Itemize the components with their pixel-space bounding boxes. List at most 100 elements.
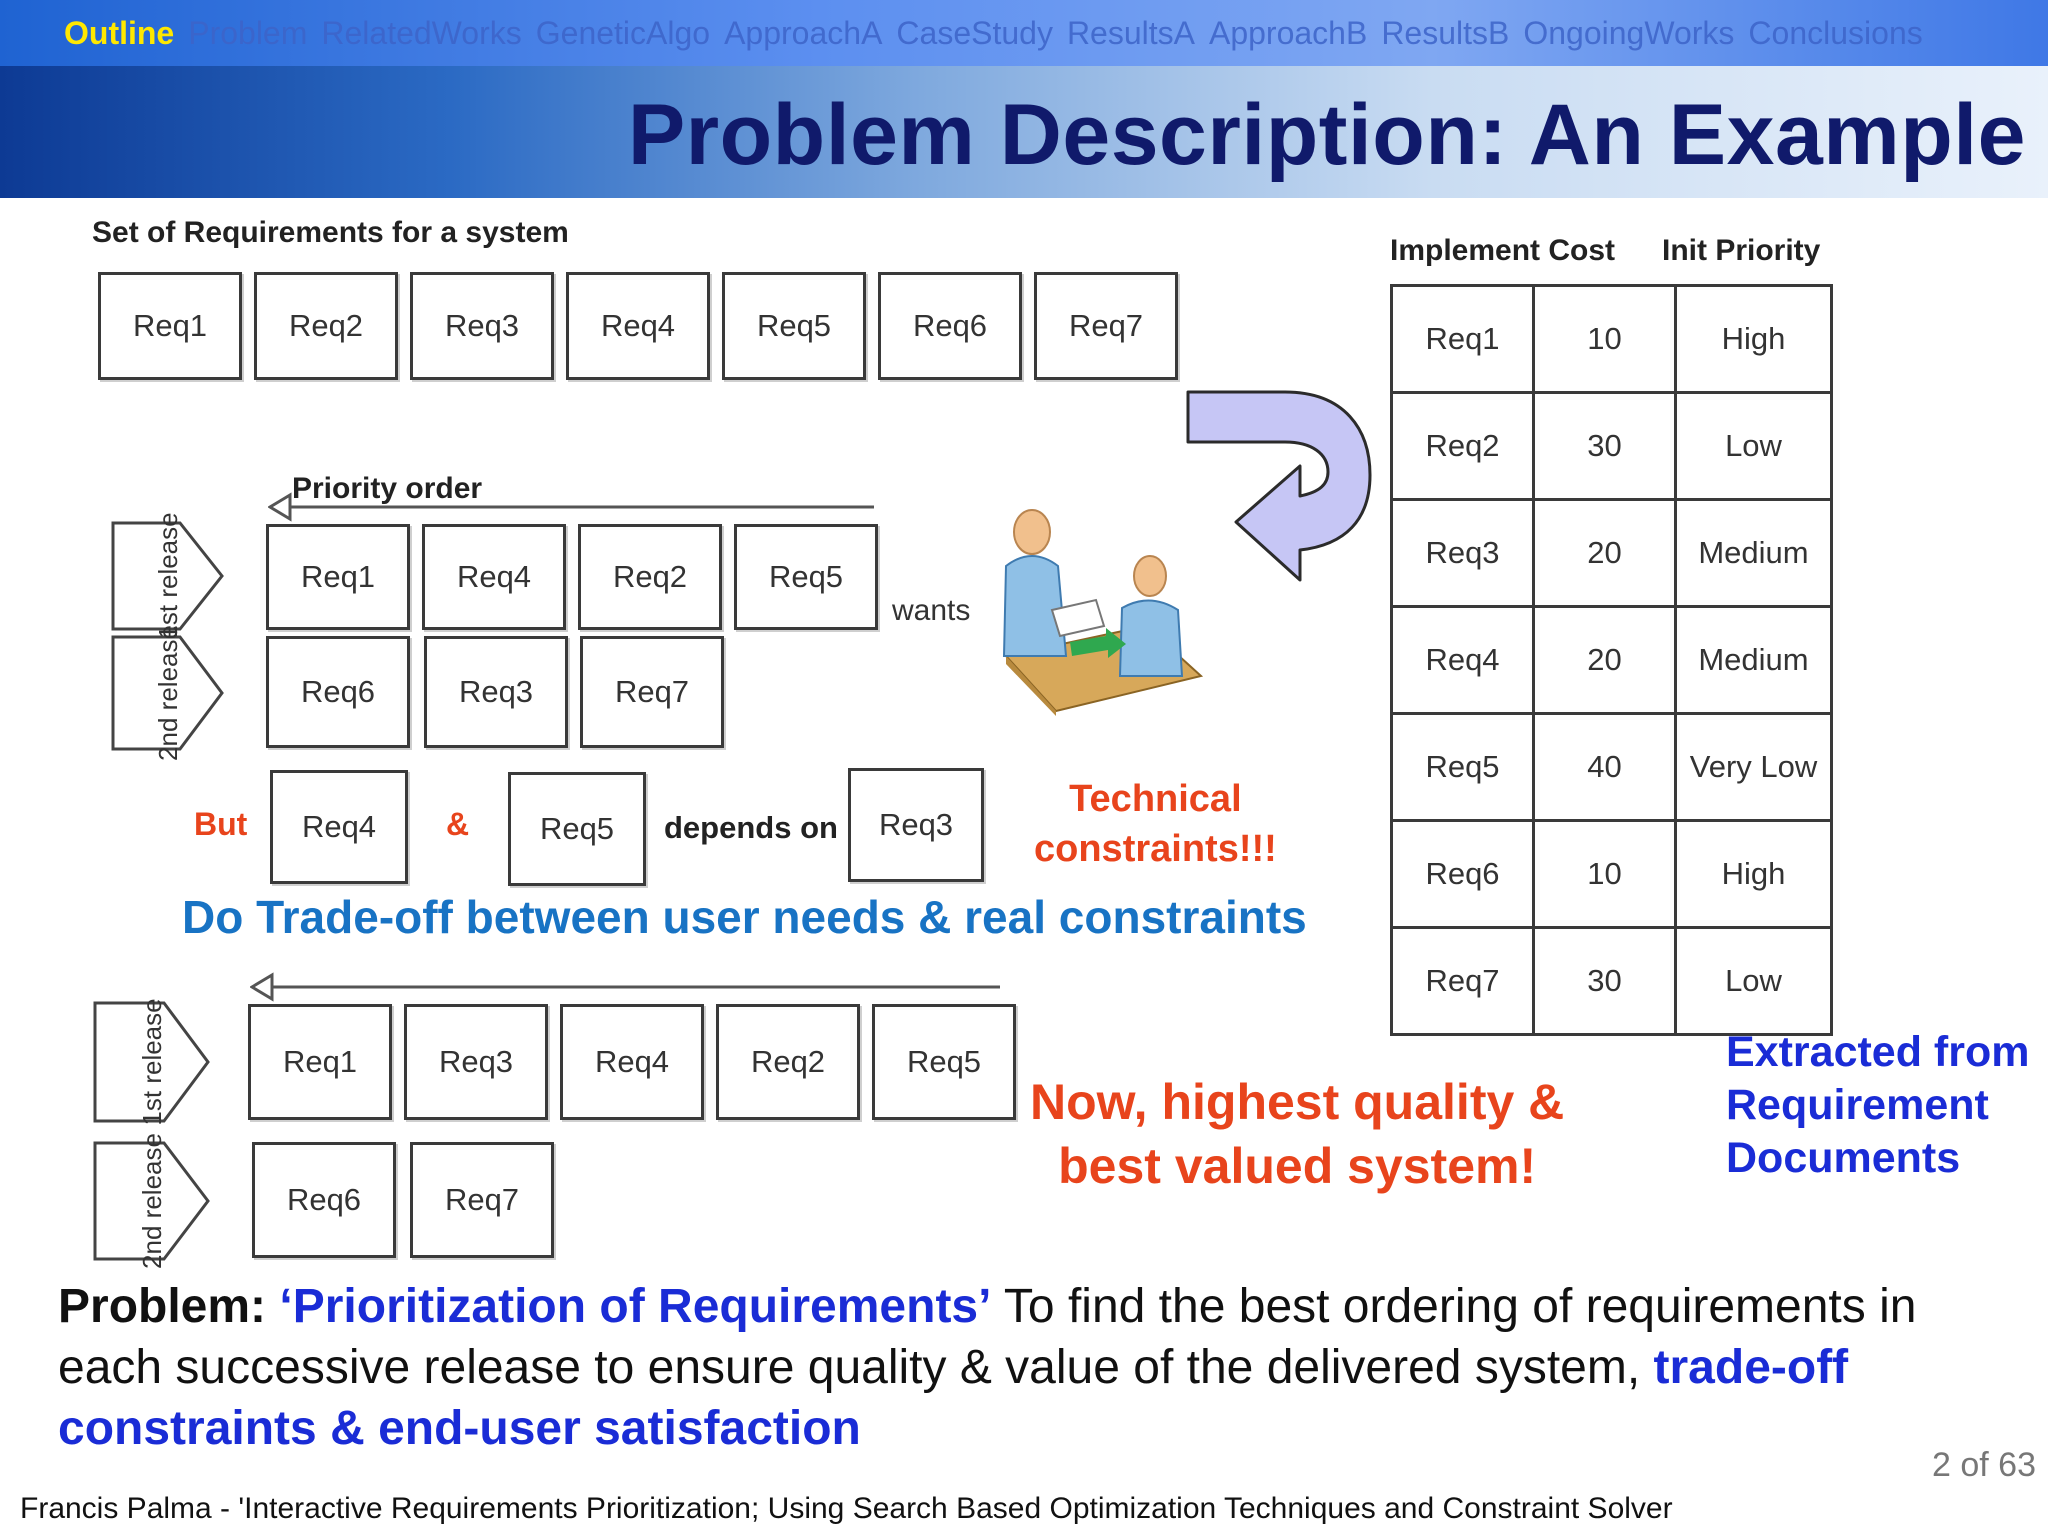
release-number: 1st [137, 1090, 167, 1126]
extracted-line: Documents [1726, 1134, 1961, 1182]
nav-item[interactable]: RelatedWorks [321, 14, 522, 51]
problem-body: To find the best ordering of requirement… [58, 1280, 1917, 1394]
table-cell-cost: 20 [1532, 605, 1677, 715]
table-cell-cost: 30 [1532, 926, 1677, 1036]
problem-tail: trade-off constraints & end-user satisfa… [58, 1341, 1849, 1455]
curved-arrow-icon [1186, 390, 1372, 582]
requirement-box: Req2 [254, 272, 398, 380]
footer-citation: Francis Palma - 'Interactive Requirement… [20, 1492, 1673, 1525]
technical-constraints-text: Technical constraints!!! [1034, 774, 1277, 874]
table-cell-priority: Medium [1674, 498, 1833, 608]
extracted-from-text: Extracted from Requirement Documents [1726, 1026, 2029, 1185]
release-word: release [153, 512, 183, 598]
table-cell-cost: 20 [1532, 498, 1677, 608]
tradeoff-text: Do Trade-off between user needs & real c… [182, 891, 1307, 943]
ampersand-label: & [446, 806, 470, 842]
requirement-box: Req1 [98, 272, 242, 380]
people-meeting-icon [1002, 509, 1204, 716]
table-cell-cost: 40 [1532, 712, 1677, 822]
extracted-line: Requirement [1726, 1081, 1989, 1129]
requirement-box: Req3 [410, 272, 554, 380]
page-number: 2 of 63 [1932, 1446, 2036, 1484]
wanted-requirement-box: Req1 [266, 524, 410, 630]
section-nav: Outline Problem RelatedWorks GeneticAlgo… [0, 0, 2048, 66]
wanted-requirement-box: Req4 [422, 524, 566, 630]
table-cell-priority: High [1674, 284, 1833, 394]
table-cell-req: Req3 [1390, 498, 1535, 608]
problem-statement: Problem: ‘Prioritization of Requirements… [58, 1276, 2028, 1459]
requirement-box: Req5 [722, 272, 866, 380]
nav-item[interactable]: CaseStudy [896, 14, 1053, 51]
final-requirement-box: Req3 [404, 1004, 548, 1120]
but-label: But [194, 806, 248, 842]
title-banner: Problem Description: An Example [0, 66, 2048, 198]
table-cell-req: Req4 [1390, 605, 1535, 715]
nav-item[interactable]: ResultsA [1066, 14, 1195, 51]
wanted-requirement-box: Req7 [580, 636, 724, 748]
table-cell-priority: Low [1674, 391, 1833, 501]
table-header-priority: Init Priority [1662, 234, 1821, 267]
final-release-2-tag: 2nd release [92, 1133, 212, 1269]
release-2-tag: 2nd release [110, 625, 226, 761]
constraints-line: constraints!!! [1034, 828, 1277, 870]
final-requirement-box: Req4 [560, 1004, 704, 1120]
final-requirement-box: Req1 [248, 1004, 392, 1120]
nav-item[interactable]: ApproachA [724, 14, 883, 51]
final-requirement-box: Req7 [410, 1142, 554, 1258]
nav-item[interactable]: OngoingWorks [1523, 14, 1735, 51]
table-cell-req: Req2 [1390, 391, 1535, 501]
table-cell-req: Req5 [1390, 712, 1535, 822]
release-number: 2nd [153, 717, 183, 761]
table-cell-req: Req1 [1390, 284, 1535, 394]
table-cell-cost: 30 [1532, 391, 1677, 501]
table-cell-priority: Very Low [1674, 712, 1833, 822]
wants-label: wants [892, 594, 971, 627]
problem-highlight: ‘Prioritization of Requirements’ [279, 1280, 992, 1333]
release-word: release [153, 625, 183, 711]
release-word: release [137, 1133, 167, 1219]
release-1-tag: 1st release [110, 512, 226, 640]
table-cell-priority: Medium [1674, 605, 1833, 715]
nav-item[interactable]: GeneticAlgo [535, 14, 711, 51]
requirement-box: Req7 [1034, 272, 1178, 380]
wanted-requirement-box: Req3 [424, 636, 568, 748]
technical-line: Technical [1069, 778, 1242, 820]
requirement-box: Req6 [878, 272, 1022, 380]
table-cell-req: Req7 [1390, 926, 1535, 1036]
release-number: 2nd [137, 1225, 167, 1269]
depends-on-label: depends on [664, 810, 838, 845]
nav-item[interactable]: ResultsB [1381, 14, 1510, 51]
nav-item[interactable]: ApproachB [1208, 14, 1368, 51]
requirement-box: Req4 [566, 272, 710, 380]
quality-line: Now, highest quality & [1030, 1074, 1565, 1130]
priority-order-arrow [268, 492, 874, 522]
problem-lead: Problem: [58, 1280, 267, 1333]
wanted-requirement-box: Req6 [266, 636, 410, 748]
final-order-arrow [250, 972, 1000, 1002]
final-requirement-box: Req2 [716, 1004, 860, 1120]
nav-item[interactable]: Conclusions [1748, 14, 1923, 51]
priority-order-label: Priority order [292, 472, 483, 505]
dependency-target-box: Req3 [848, 768, 984, 882]
table-header-cost: Implement Cost [1390, 234, 1616, 267]
table-cell-cost: 10 [1532, 819, 1677, 929]
final-requirement-box: Req6 [252, 1142, 396, 1258]
table-cell-priority: Low [1674, 926, 1833, 1036]
nav-current-section[interactable]: Outline [64, 14, 175, 51]
nav-item[interactable]: Problem [188, 14, 308, 51]
dependent-requirement-box: Req4 [270, 770, 408, 884]
quality-text: Now, highest quality & best valued syste… [1030, 1070, 1564, 1198]
wanted-requirement-box: Req5 [734, 524, 878, 630]
final-requirement-box: Req5 [872, 1004, 1016, 1120]
set-of-requirements-label: Set of Requirements for a system [92, 216, 569, 249]
dependent-requirement-box: Req5 [508, 772, 646, 886]
table-cell-req: Req6 [1390, 819, 1535, 929]
table-cell-priority: High [1674, 819, 1833, 929]
final-release-1-tag: 1st release [92, 998, 212, 1126]
